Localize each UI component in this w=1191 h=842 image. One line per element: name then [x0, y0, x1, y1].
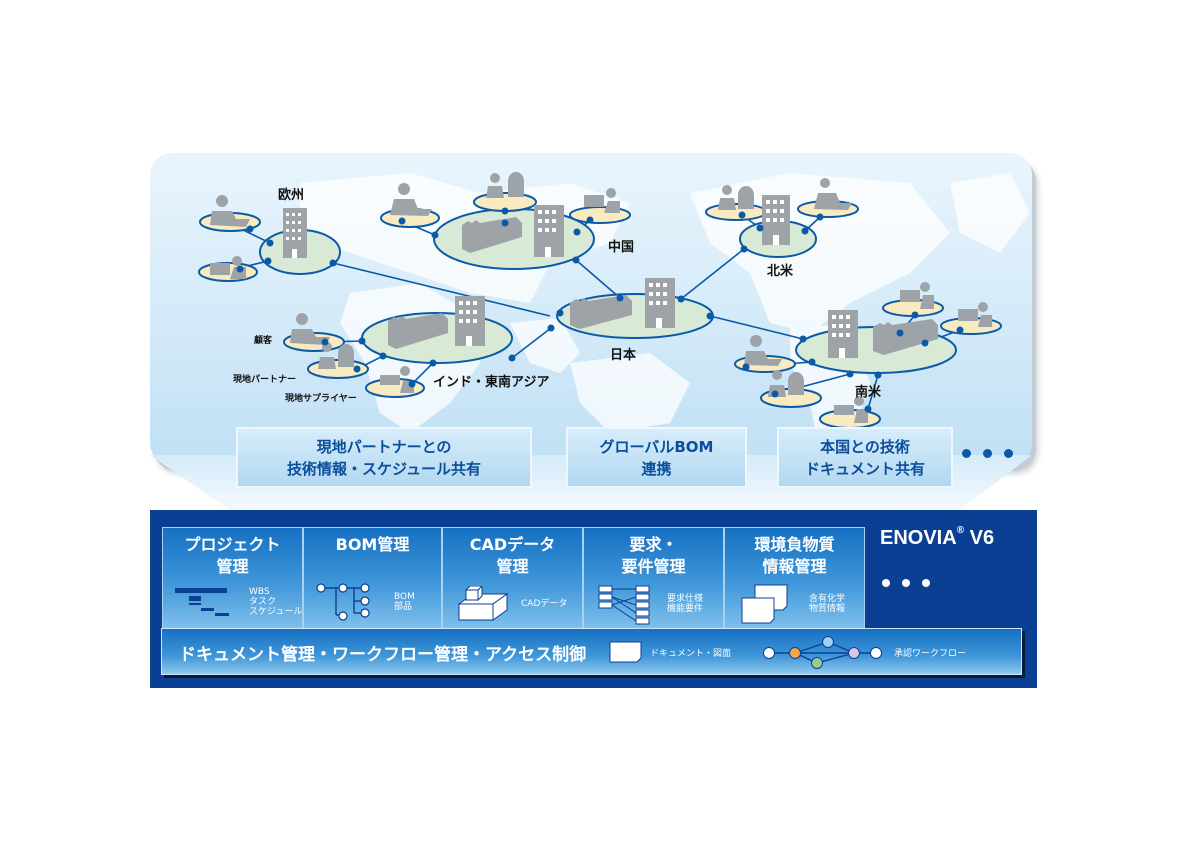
caption-line: 部品	[394, 602, 413, 612]
callout-line: 現地パートナーとの	[316, 437, 452, 456]
callout-partner-sharing: 現地パートナーとの 技術情報・スケジュール共有	[236, 427, 532, 488]
caption-line: タスク	[249, 597, 277, 607]
module-project-management: プロジェクト 管理 WBS タスク スケジュール	[162, 527, 303, 629]
module-title: BOM管理	[304, 534, 441, 556]
module-title-line: 管理	[216, 557, 249, 576]
brand-version: V6	[969, 527, 995, 549]
document-drawing-caption: ドキュメント・図面	[650, 649, 732, 659]
callout-line: 本国との技術	[820, 437, 910, 456]
module-title-line: 情報管理	[762, 557, 827, 576]
caption-line: 要求仕様	[667, 594, 704, 604]
module-title: CADデータ 管理	[443, 534, 582, 578]
callout-line: グローバルBOM	[599, 437, 714, 456]
factory-buildings	[388, 217, 938, 355]
module-title: プロジェクト 管理	[163, 534, 302, 578]
person-silhouettes	[210, 172, 992, 423]
module-title-line: 管理	[496, 557, 529, 576]
enovia-brand: ENOVIA® V6	[880, 525, 995, 550]
caption-line: WBS	[249, 587, 270, 597]
brand-name: ENOVIA	[880, 527, 957, 549]
region-label-north-america: 北米	[767, 264, 794, 279]
region-label-south-america: 南米	[855, 385, 882, 400]
callout-line: 連携	[641, 459, 672, 478]
module-caption: 要求仕様 機能要件	[667, 594, 703, 614]
module-title-line: プロジェクト	[184, 535, 281, 554]
registered-mark: ®	[956, 525, 965, 536]
caption-line: BOM	[394, 592, 415, 602]
documents-icon	[741, 584, 788, 624]
module-caption: CADデータ	[521, 599, 567, 609]
callout-line: 技術情報・スケジュール共有	[287, 459, 481, 478]
caption-line: CADデータ	[521, 599, 568, 609]
base-services-bar: ドキュメント管理・ワークフロー管理・アクセス制御 ドキュメント・図面 承認ワーク…	[161, 628, 1022, 675]
module-caption: WBS タスク スケジュール	[249, 587, 302, 617]
module-title-line: 要求・	[629, 535, 678, 554]
module-title-line: 要件管理	[621, 557, 686, 576]
base-services-title: ドキュメント管理・ワークフロー管理・アクセス制御	[179, 645, 587, 665]
region-label-china: 中国	[608, 240, 635, 255]
more-modules-ellipsis-icon	[882, 579, 930, 587]
approval-workflow-caption: 承認ワークフロー	[894, 649, 967, 659]
caption-line: スケジュール	[249, 607, 303, 617]
caption-line: 物質情報	[809, 604, 846, 614]
module-title: 要求・ 要件管理	[584, 534, 723, 578]
node-label-local-partner: 現地パートナー	[233, 375, 297, 385]
bom-tree-icon	[316, 583, 370, 621]
callout-line: ドキュメント共有	[804, 459, 925, 478]
office-buildings	[283, 195, 858, 358]
more-ellipsis-icon	[962, 449, 1013, 458]
global-network-map: 欧州 中国 北米 日本 インド・東南アジア 南米 顧客 現地パートナー 現地サプ…	[150, 153, 1032, 465]
junction-dots	[236, 207, 964, 413]
requirement-map-icon	[598, 585, 650, 625]
module-title: 環境負物質 情報管理	[725, 534, 864, 578]
module-title-line: 環境負物質	[754, 535, 835, 554]
node-label-customer: 顧客	[254, 336, 273, 346]
world-map-network	[198, 172, 1030, 453]
cad-block-icon	[457, 586, 509, 621]
module-bom-management: BOM管理 BOM 部品	[303, 527, 442, 629]
module-title-line: BOM管理	[335, 535, 410, 554]
document-drawing-icon	[609, 641, 642, 663]
module-caption: 含有化学 物質情報	[809, 594, 845, 614]
gantt-icon	[175, 588, 229, 616]
module-caption: BOM 部品	[394, 592, 415, 612]
region-label-japan: 日本	[610, 348, 637, 363]
callout-global-bom: グローバルBOM 連携	[566, 427, 747, 488]
enovia-platform-panel: プロジェクト 管理 WBS タスク スケジュール BOM管理 BO	[150, 510, 1037, 688]
node-label-local-supplier: 現地サプライヤー	[285, 394, 357, 404]
caption-line: 含有化学	[809, 594, 846, 604]
approval-workflow-icon	[763, 636, 882, 669]
region-label-europe: 欧州	[278, 188, 305, 203]
module-cad-data-management: CADデータ 管理 CADデータ	[442, 527, 583, 629]
region-label-india-sea: インド・東南アジア	[433, 375, 550, 390]
module-requirements-management: 要求・ 要件管理 要求仕様 機能要件	[583, 527, 724, 629]
module-environmental-substance-management: 環境負物質 情報管理 含有化学 物質情報	[724, 527, 865, 629]
module-title-line: CADデータ	[469, 535, 556, 554]
callout-hq-docs: 本国との技術 ドキュメント共有	[777, 427, 953, 488]
caption-line: 機能要件	[667, 604, 704, 614]
